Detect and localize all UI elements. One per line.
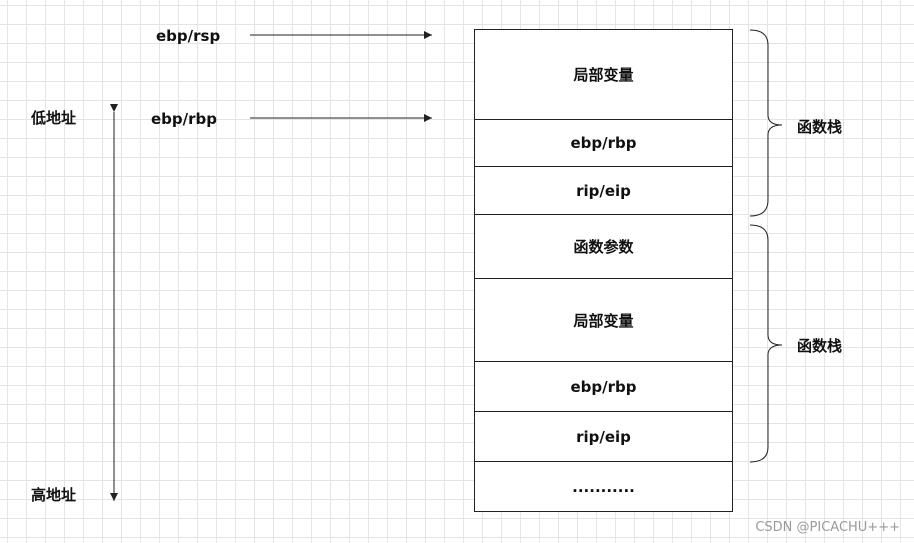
lower-frame-label: 函数栈 <box>797 337 843 355</box>
upper-frame-brace <box>749 29 783 217</box>
stack-cell-ellipsis: ........... <box>475 461 732 511</box>
stack-cell-local-vars: 局部变量 <box>573 66 634 84</box>
stack-cell-return-address-2: rip/eip <box>475 411 732 461</box>
stack-cell-saved-rbp-2: ebp/rbp <box>475 361 732 411</box>
stack-cell-return-address: rip/eip <box>475 166 732 214</box>
rsp-pointer-label: ebp/rsp <box>156 27 221 45</box>
rbp-pointer-label: ebp/rbp <box>151 110 217 128</box>
lower-frame-brace <box>749 224 783 463</box>
low-address-label: 低地址 <box>31 109 77 127</box>
stack-diagram: 局部变量 ebp/rbp rip/eip 函数参数 局部变量 ebp/rbp r… <box>474 29 733 512</box>
high-address-label: 高地址 <box>31 486 77 504</box>
watermark: CSDN @PICACHU+++ <box>755 520 900 535</box>
stack-cell-local-vars-2: 局部变量 <box>475 278 732 361</box>
stack-cell-saved-rbp: ebp/rbp <box>475 119 732 166</box>
upper-frame-label: 函数栈 <box>797 118 843 136</box>
stack-cell-function-args: 函数参数 <box>475 214 732 278</box>
